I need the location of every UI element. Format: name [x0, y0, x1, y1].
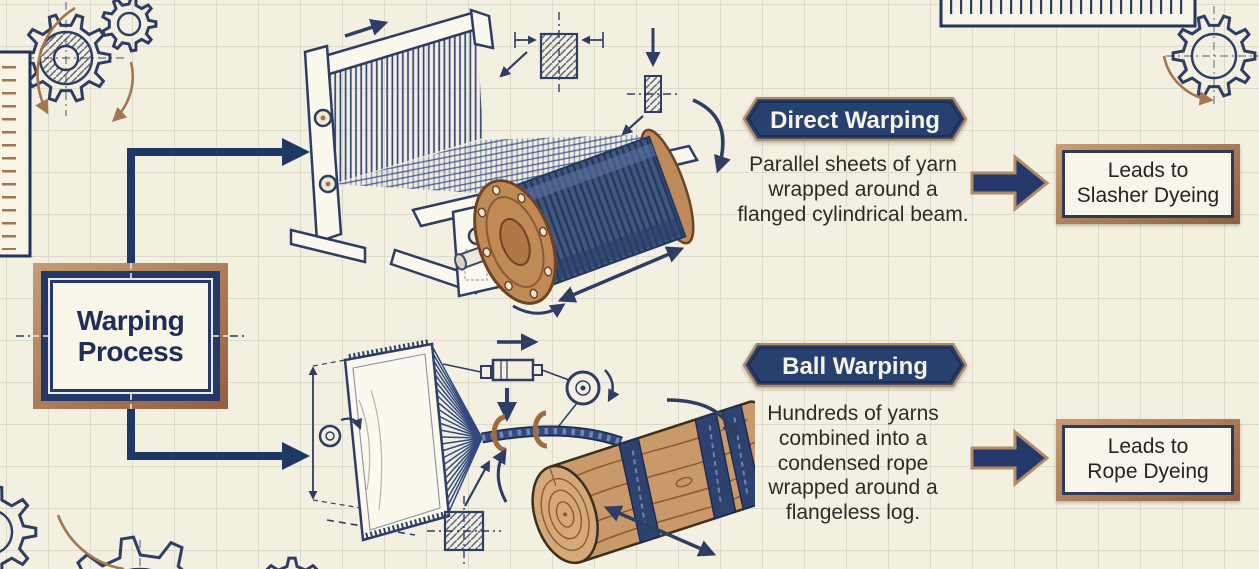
flangeless-log	[531, 400, 755, 565]
title-line: Process	[77, 336, 184, 367]
leader-arrow-icon	[464, 460, 491, 507]
condenser	[442, 358, 570, 382]
leads-to-line: Leads to	[1107, 159, 1189, 183]
rotation-arrow-icon	[111, 61, 135, 122]
block-arrow-icon	[970, 428, 1050, 488]
description-text: Parallel sheets of yarn wrapped around a…	[737, 153, 969, 226]
ruler-icon	[939, 0, 1197, 28]
rope-ring	[532, 410, 548, 449]
flow-arrow-top	[127, 138, 310, 266]
detail-symbol	[427, 496, 501, 566]
guide-roller	[318, 417, 362, 448]
warping-process-label: Warping Process	[53, 283, 208, 389]
yarn-fan	[431, 345, 483, 515]
gear-icon	[1166, 6, 1259, 108]
description-text: Hundreds of yarns combined into a conden…	[767, 402, 939, 525]
banner-label: Ball Warping	[782, 353, 928, 380]
rotation-arrow-icon	[56, 514, 125, 569]
ruler-icon	[0, 50, 32, 258]
banner-label: Direct Warping	[770, 107, 940, 134]
leads-to-line: Leads to	[1107, 435, 1189, 459]
direct-warping-description: Parallel sheets of yarn wrapped around a…	[731, 153, 975, 227]
detail-symbol	[499, 12, 604, 92]
gear-icon	[265, 556, 319, 569]
leads-to-line: Rope Dyeing	[1087, 460, 1209, 483]
wood-grain	[564, 418, 755, 549]
yarn-sheet	[335, 134, 663, 196]
double-arrow-icon	[603, 505, 717, 557]
leads-to-line: Slasher Dyeing	[1076, 184, 1220, 207]
gear-icon	[101, 0, 158, 53]
crosshair-marks	[16, 244, 246, 428]
detail-symbol	[621, 28, 679, 136]
ball-warping-description: Hundreds of yarns combined into a conden…	[749, 402, 957, 526]
pulley	[557, 369, 620, 428]
leads-to-slasher-dyeing-box: Leads to Slasher Dyeing	[1056, 144, 1240, 224]
ball-warping-banner: Ball Warping	[743, 343, 967, 387]
rotation-arrow-icon	[604, 369, 620, 403]
gear-icon	[0, 485, 38, 569]
block-arrow-icon	[970, 153, 1050, 213]
double-arrow-icon	[557, 246, 685, 303]
creel-frame	[289, 8, 495, 264]
ball-warping-illustration	[308, 333, 755, 566]
rotation-arrow-icon	[692, 98, 731, 174]
rotation-arrow-icon	[512, 303, 566, 318]
direction-arrow-icon	[344, 19, 389, 38]
rotation-arrow-icon	[492, 448, 508, 503]
rotation-arrow-icon	[35, 6, 76, 115]
title-line: Warping	[76, 304, 185, 336]
leads-to-rope-dyeing-box: Leads to Rope Dyeing	[1056, 419, 1240, 501]
comb-frame	[343, 339, 451, 542]
gear-icon	[76, 535, 184, 569]
direct-warping-banner: Direct Warping	[743, 97, 967, 141]
direct-warping-illustration	[289, 8, 731, 318]
condensed-rope	[480, 425, 623, 448]
dimension-lines	[308, 359, 416, 536]
rotation-arrow-icon	[666, 398, 740, 442]
warping-process-box: Warping Process	[33, 263, 228, 409]
rotation-arrow-icon	[1162, 55, 1214, 106]
